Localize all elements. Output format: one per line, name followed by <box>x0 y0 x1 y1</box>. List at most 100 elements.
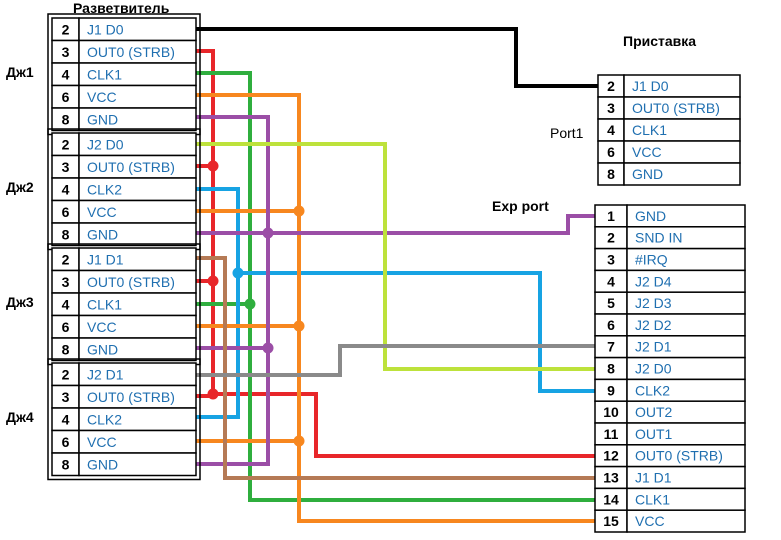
pin-number: 15 <box>603 513 619 529</box>
signal-name: OUT0 (STRB) <box>87 389 175 405</box>
pin-number: 8 <box>62 226 70 242</box>
signal-name: GND <box>87 111 118 127</box>
signal-cell <box>623 162 741 186</box>
signal-name: J2 D0 <box>635 361 672 377</box>
joystick-label: Дж4 <box>6 409 34 425</box>
pin-number: 3 <box>62 44 70 60</box>
pin-number: 2 <box>62 21 70 37</box>
splitter-title: Разветвитель <box>73 0 170 16</box>
signal-name: CLK2 <box>87 411 122 427</box>
signal-name: J1 D1 <box>635 470 672 486</box>
wires-layer <box>196 27 598 523</box>
junction-dot <box>293 205 305 217</box>
signal-name: OUT2 <box>635 404 673 420</box>
signal-name: VCC <box>87 204 117 220</box>
signal-name: CLK1 <box>632 122 667 138</box>
pin-number: 2 <box>607 78 615 94</box>
pin-number: 6 <box>607 144 615 160</box>
pin-number: 13 <box>603 470 619 486</box>
joystick-label: Дж2 <box>6 179 34 195</box>
signal-name: VCC <box>87 89 117 105</box>
pin-number: 8 <box>607 166 615 182</box>
signal-name: CLK2 <box>87 181 122 197</box>
signal-name: J2 D1 <box>87 366 124 382</box>
pin-number: 2 <box>62 251 70 267</box>
pin-number: 3 <box>62 389 70 405</box>
signal-name: J1 D0 <box>632 78 669 94</box>
wire-j1-d1 <box>196 256 595 480</box>
pin-number: 2 <box>62 136 70 152</box>
signal-name: J2 D0 <box>87 136 124 152</box>
wire-gnd <box>196 115 595 466</box>
signal-name: OUT0 (STRB) <box>87 44 175 60</box>
wire-j2-d1 <box>196 344 595 377</box>
signal-name: GND <box>635 208 666 224</box>
pin-number: 6 <box>62 89 70 105</box>
signal-cell <box>78 337 197 362</box>
signal-name: OUT0 (STRB) <box>635 448 723 464</box>
signal-name: CLK1 <box>87 66 122 82</box>
signal-cell <box>78 222 197 247</box>
pin-number: 8 <box>62 341 70 357</box>
pin-number: 7 <box>607 339 615 355</box>
signal-name: SND IN <box>635 230 682 246</box>
junction-dot <box>207 275 219 287</box>
wire-strb <box>196 49 595 458</box>
signal-name: J2 D4 <box>635 273 672 289</box>
signal-name: VCC <box>635 513 665 529</box>
pin-number: 11 <box>604 426 619 442</box>
wire-j2-d0 <box>196 142 595 371</box>
signal-name: OUT0 (STRB) <box>87 159 175 175</box>
wire-clk2 <box>196 187 595 419</box>
pin-number: 6 <box>62 434 70 450</box>
wire-clk1 <box>196 71 595 502</box>
pin-number: 6 <box>62 204 70 220</box>
joystick-connector-4-frame <box>47 358 201 481</box>
pin-number: 6 <box>62 319 70 335</box>
signal-name: VCC <box>87 319 117 335</box>
junction-dot <box>262 227 274 239</box>
pin-number: 3 <box>607 252 615 268</box>
signal-name: OUT0 (STRB) <box>87 274 175 290</box>
pin-number: 4 <box>607 122 615 138</box>
signal-name: GND <box>87 341 118 357</box>
signal-name: #IRQ <box>635 252 668 268</box>
pin-number: 8 <box>607 361 615 377</box>
signal-name: J1 D0 <box>87 21 124 37</box>
joystick-label: Дж3 <box>6 294 34 310</box>
wire-j1-d0 <box>196 27 598 88</box>
pin-number: 8 <box>62 456 70 472</box>
junction-dot <box>262 342 274 354</box>
wire-vcc <box>196 93 595 523</box>
junction-dot <box>244 298 256 310</box>
signal-name: VCC <box>87 434 117 450</box>
pin-number: 8 <box>62 111 70 127</box>
signal-name: GND <box>632 166 663 182</box>
pin-number: 2 <box>607 230 615 246</box>
signal-name: OUT1 <box>635 426 673 442</box>
junction-dot <box>293 320 305 332</box>
pin-number: 4 <box>62 411 70 427</box>
pin-number: 3 <box>62 159 70 175</box>
junction-dot <box>232 267 244 279</box>
signal-cell <box>78 107 197 132</box>
pin-number: 3 <box>607 100 615 116</box>
junction-dot <box>207 388 219 400</box>
signal-name: CLK1 <box>635 491 670 507</box>
pin-number: 4 <box>62 296 70 312</box>
pin-number: 9 <box>607 382 615 398</box>
signal-name: J1 D1 <box>87 251 124 267</box>
signal-name: CLK2 <box>635 382 670 398</box>
pin-number: 12 <box>603 448 619 464</box>
pin-number: 4 <box>62 66 70 82</box>
junction-dot <box>293 435 305 447</box>
pin-number: 10 <box>603 404 619 420</box>
junction-dot <box>207 160 219 172</box>
pin-number: 4 <box>607 273 615 289</box>
